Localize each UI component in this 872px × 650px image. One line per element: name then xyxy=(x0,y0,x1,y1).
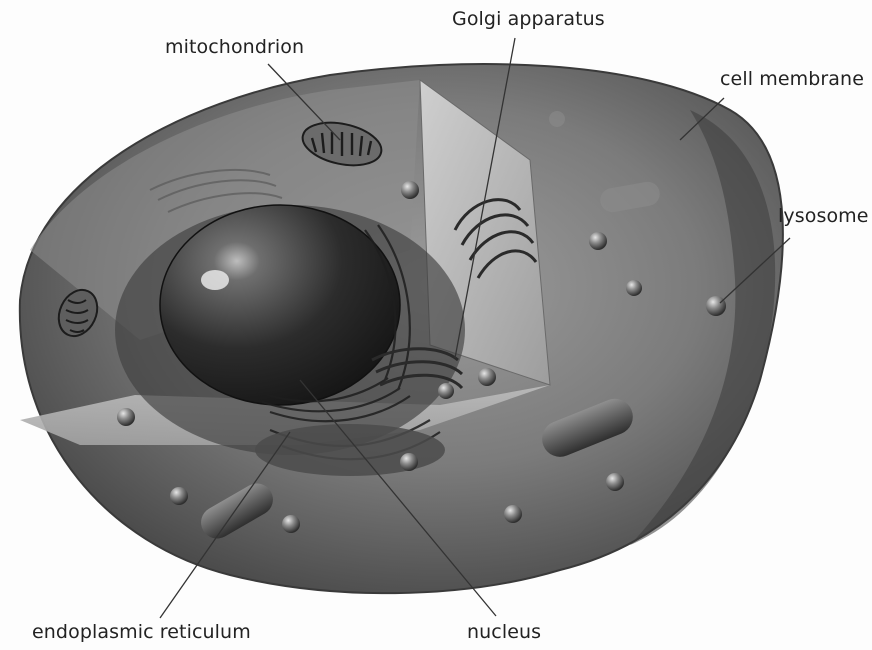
label-cell-membrane: cell membrane xyxy=(720,68,864,90)
label-mitochondrion: mitochondrion xyxy=(165,36,304,58)
label-golgi-apparatus: Golgi apparatus xyxy=(452,8,605,30)
label-lysosome: lysosome xyxy=(778,205,869,227)
label-endoplasmic-reticulum: endoplasmic reticulum xyxy=(32,621,251,643)
label-nucleus: nucleus xyxy=(467,621,541,643)
nucleus-shape xyxy=(160,205,400,405)
